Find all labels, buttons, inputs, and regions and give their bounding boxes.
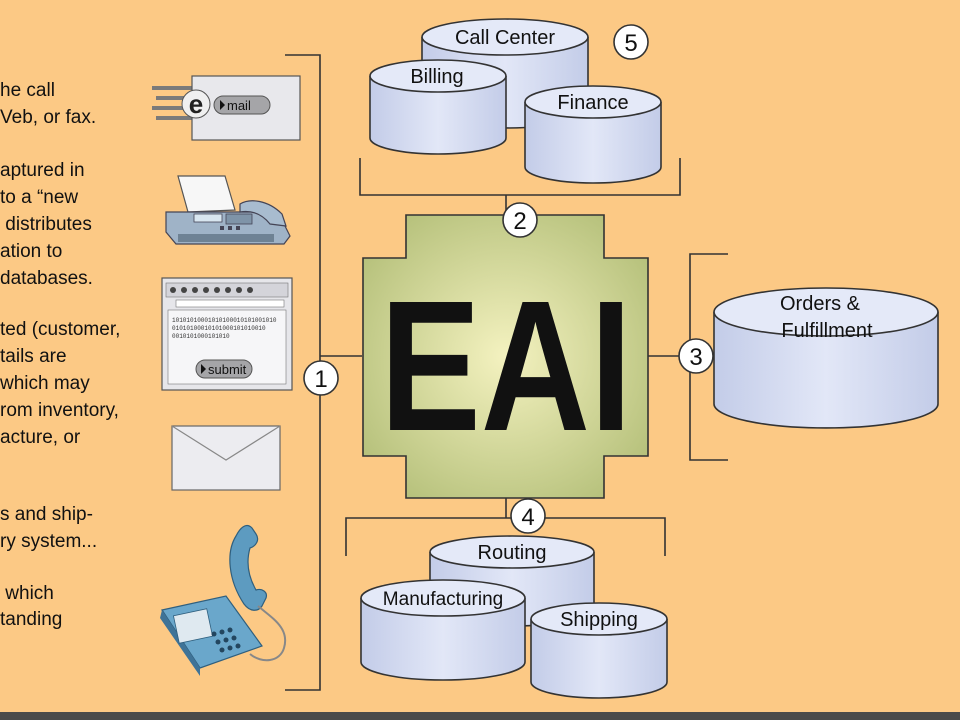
- svg-text:Finance: Finance: [557, 92, 628, 114]
- desc-line: databases.: [0, 268, 93, 289]
- db-shipping: Shipping: [530, 602, 668, 699]
- svg-text:4: 4: [521, 504, 534, 531]
- desc-line: tanding: [0, 609, 63, 630]
- step-4: 4: [510, 498, 546, 534]
- desc-line: s and ship-: [0, 504, 93, 525]
- svg-text:01010100010101000101010010: 01010100010101000101010010: [172, 325, 266, 332]
- svg-text:Shipping: Shipping: [560, 609, 638, 631]
- desc-line: acture, or: [0, 427, 81, 448]
- desc-line: he call: [0, 80, 55, 101]
- desc-line: to a “new: [0, 187, 79, 208]
- left-description-text: he call Veb, or fax. aptured in to a “ne…: [0, 0, 160, 712]
- desc-line: ation to: [0, 241, 63, 262]
- svg-text:e: e: [189, 89, 203, 119]
- desc-line: which may: [0, 373, 90, 394]
- svg-text:1: 1: [314, 366, 327, 393]
- desc-line: Veb, or fax.: [0, 107, 97, 128]
- step-2: 2: [502, 202, 538, 238]
- svg-text:Call Center: Call Center: [455, 27, 555, 49]
- svg-text:3: 3: [689, 344, 702, 371]
- fax-icon: [165, 175, 291, 245]
- svg-text:0010101000101010: 0010101000101010: [172, 333, 230, 340]
- desc-line: aptured in: [0, 160, 85, 181]
- desc-line: which: [0, 583, 54, 604]
- telephone-icon: [160, 524, 287, 676]
- svg-text:Orders &: Orders &: [780, 293, 861, 315]
- svg-text:Routing: Routing: [478, 542, 547, 564]
- desc-line: ted (customer,: [0, 319, 121, 340]
- envelope-icon: [171, 425, 281, 491]
- db-orders-fulfillment: Orders & Fulfillment: [713, 287, 939, 429]
- desc-line: tails are: [0, 346, 67, 367]
- web-form-icon: 10101010001010100010101001010 0101010001…: [161, 277, 293, 391]
- bottom-bracket: [345, 498, 666, 556]
- desc-line: rom inventory,: [0, 400, 119, 421]
- svg-text:Fulfillment: Fulfillment: [781, 320, 873, 342]
- step-5: 5: [613, 24, 649, 60]
- svg-text:10101010001010100010101001010: 10101010001010100010101001010: [172, 317, 277, 324]
- svg-text:mail: mail: [227, 98, 251, 113]
- footer-bar: [0, 712, 960, 720]
- eai-hub: EAI: [362, 214, 649, 499]
- step-1: 1: [303, 360, 339, 396]
- svg-text:Manufacturing: Manufacturing: [383, 589, 503, 610]
- db-finance: Finance: [524, 85, 662, 184]
- desc-line: ry system...: [0, 531, 98, 552]
- desc-line: distributes: [0, 214, 92, 235]
- db-manufacturing: Manufacturing: [360, 579, 526, 681]
- step-3: 3: [678, 338, 714, 374]
- svg-text:submit: submit: [208, 362, 247, 377]
- db-billing: Billing: [369, 59, 507, 155]
- svg-text:5: 5: [624, 30, 637, 57]
- eai-label: EAI: [380, 263, 632, 470]
- email-icon: e mail: [152, 75, 301, 141]
- svg-text:Billing: Billing: [410, 66, 463, 88]
- svg-text:2: 2: [513, 208, 526, 235]
